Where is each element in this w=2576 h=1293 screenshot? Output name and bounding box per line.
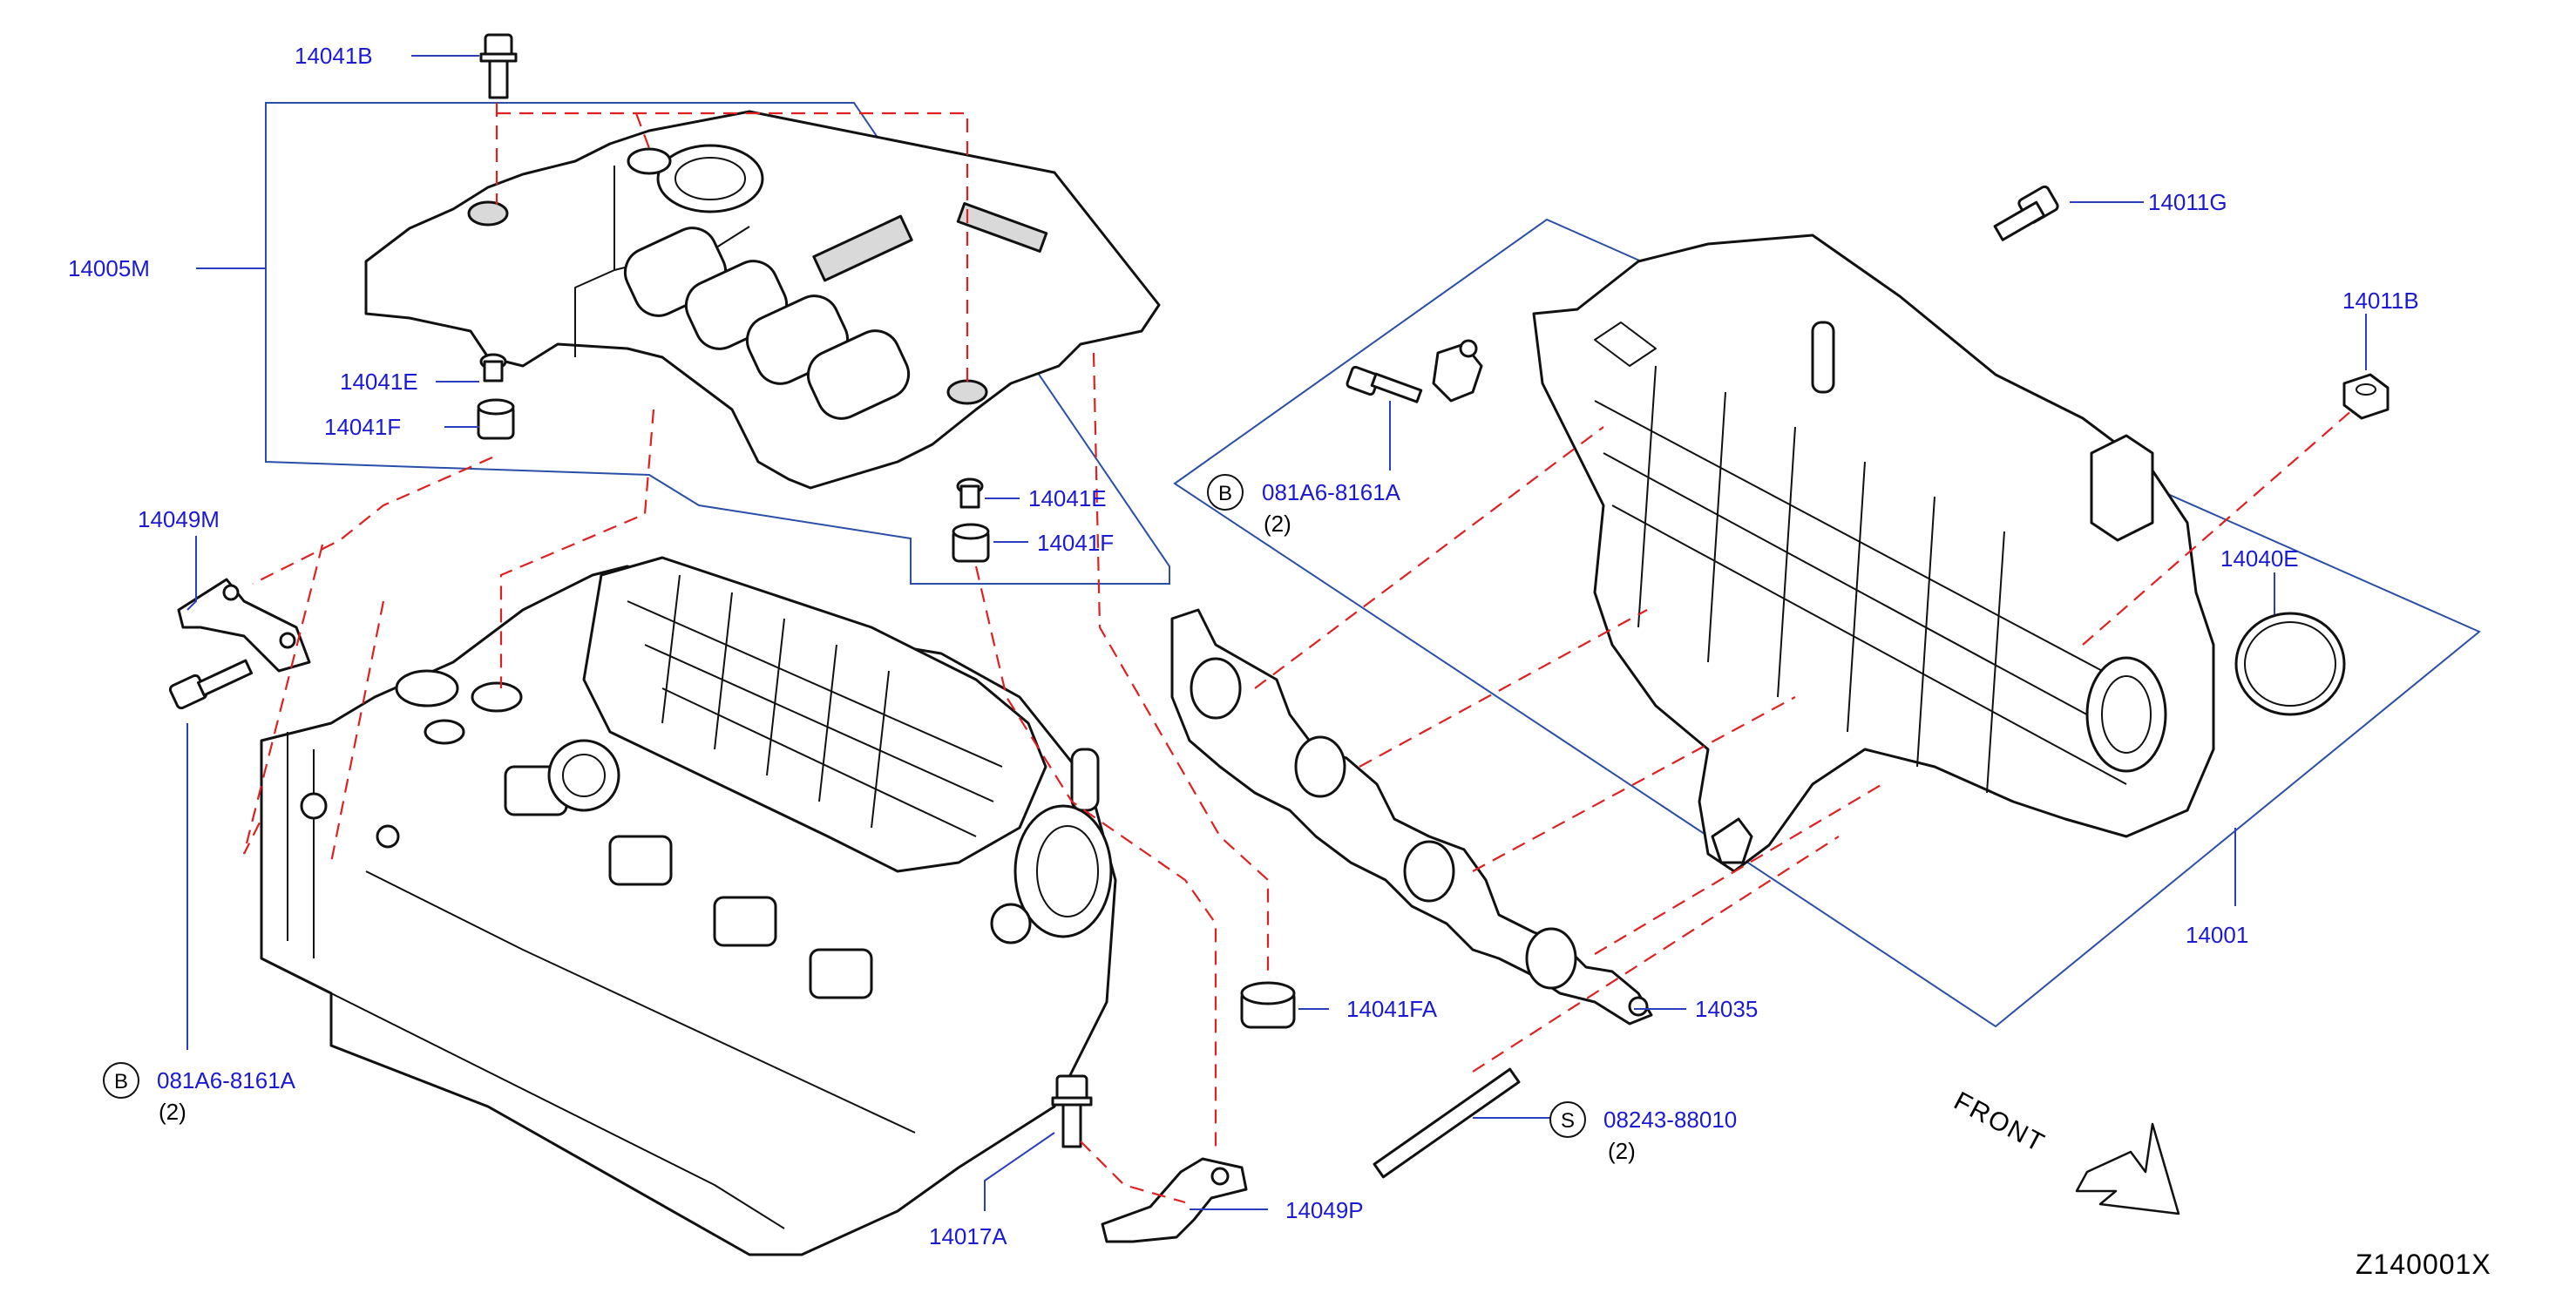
- front-arrow-icon: [2075, 1122, 2180, 1215]
- bolt-081a6-manifold: [1346, 365, 1423, 403]
- label-081a6-manifold[interactable]: 081A6-8161A: [1262, 479, 1401, 505]
- letter-s-text: S: [1561, 1109, 1575, 1133]
- grommet-14041e-upper: [479, 353, 507, 382]
- label-08243-88010[interactable]: 08243-88010: [1603, 1107, 1737, 1133]
- cylinder-head: [260, 556, 1117, 1256]
- drawing-reference: Z140001X: [2356, 1249, 2491, 1280]
- label-14035[interactable]: 14035: [1695, 996, 1758, 1022]
- label-14041f-lower[interactable]: 14041F: [1037, 530, 1114, 556]
- label-14041fa[interactable]: 14041FA: [1346, 996, 1438, 1022]
- label-14041f-upper[interactable]: 14041F: [324, 414, 401, 440]
- dashed-links: [242, 103, 2354, 1204]
- label-14017a[interactable]: 14017A: [929, 1223, 1007, 1249]
- grommet-14041f-lower: [952, 523, 990, 563]
- bolt-14017a: [1051, 1074, 1093, 1148]
- circle-letter-b-left: B: [103, 1062, 139, 1099]
- label-14001[interactable]: 14001: [2186, 922, 2248, 948]
- letter-b-manifold-text: B: [1218, 482, 1232, 505]
- qty-08243-88010: (2): [1608, 1138, 1636, 1164]
- letter-b-left-text: B: [114, 1070, 128, 1093]
- circle-letter-b-manifold: B: [1207, 474, 1244, 511]
- label-081a6-left[interactable]: 081A6-8161A: [157, 1067, 296, 1093]
- label-14049p[interactable]: 14049P: [1285, 1197, 1364, 1223]
- leader-lines: [186, 55, 2367, 1211]
- label-14049m[interactable]: 14049M: [138, 506, 220, 532]
- nut-14011b: [2342, 373, 2390, 420]
- grommet-14041e-lower: [956, 477, 984, 509]
- qty-081a6-manifold: (2): [1264, 511, 1291, 537]
- label-14041e-upper[interactable]: 14041E: [340, 369, 418, 395]
- label-14011b[interactable]: 14011B: [2342, 288, 2419, 314]
- intake-gasket: [1170, 608, 1653, 1026]
- bolt-14041b: [479, 33, 518, 99]
- label-14041b[interactable]: 14041B: [295, 43, 373, 69]
- grommet-14041fa: [1240, 981, 1296, 1029]
- circle-letter-s: S: [1549, 1101, 1586, 1138]
- qty-081a6-left: (2): [159, 1099, 186, 1125]
- bracket-14049m: [177, 578, 311, 673]
- label-14011g[interactable]: 14011G: [2148, 189, 2227, 215]
- stud-08243: [1373, 1067, 1521, 1179]
- label-14040e[interactable]: 14040E: [2220, 545, 2299, 572]
- engine-cover: [364, 110, 1161, 490]
- bolt-14011g: [1993, 185, 2059, 241]
- front-label: FRONT: [1949, 1087, 2051, 1158]
- manifold-sensor: [1432, 339, 1483, 403]
- bolt-081a6-left: [168, 659, 254, 710]
- grommet-14041f-upper: [477, 398, 515, 440]
- label-14005m[interactable]: 14005M: [68, 255, 150, 281]
- throttle-seal-ring: [2234, 612, 2346, 716]
- intake-manifold: [1532, 234, 2215, 873]
- label-14041e-lower[interactable]: 14041E: [1028, 485, 1107, 511]
- front-arrow: FRONT: [1949, 1087, 2180, 1215]
